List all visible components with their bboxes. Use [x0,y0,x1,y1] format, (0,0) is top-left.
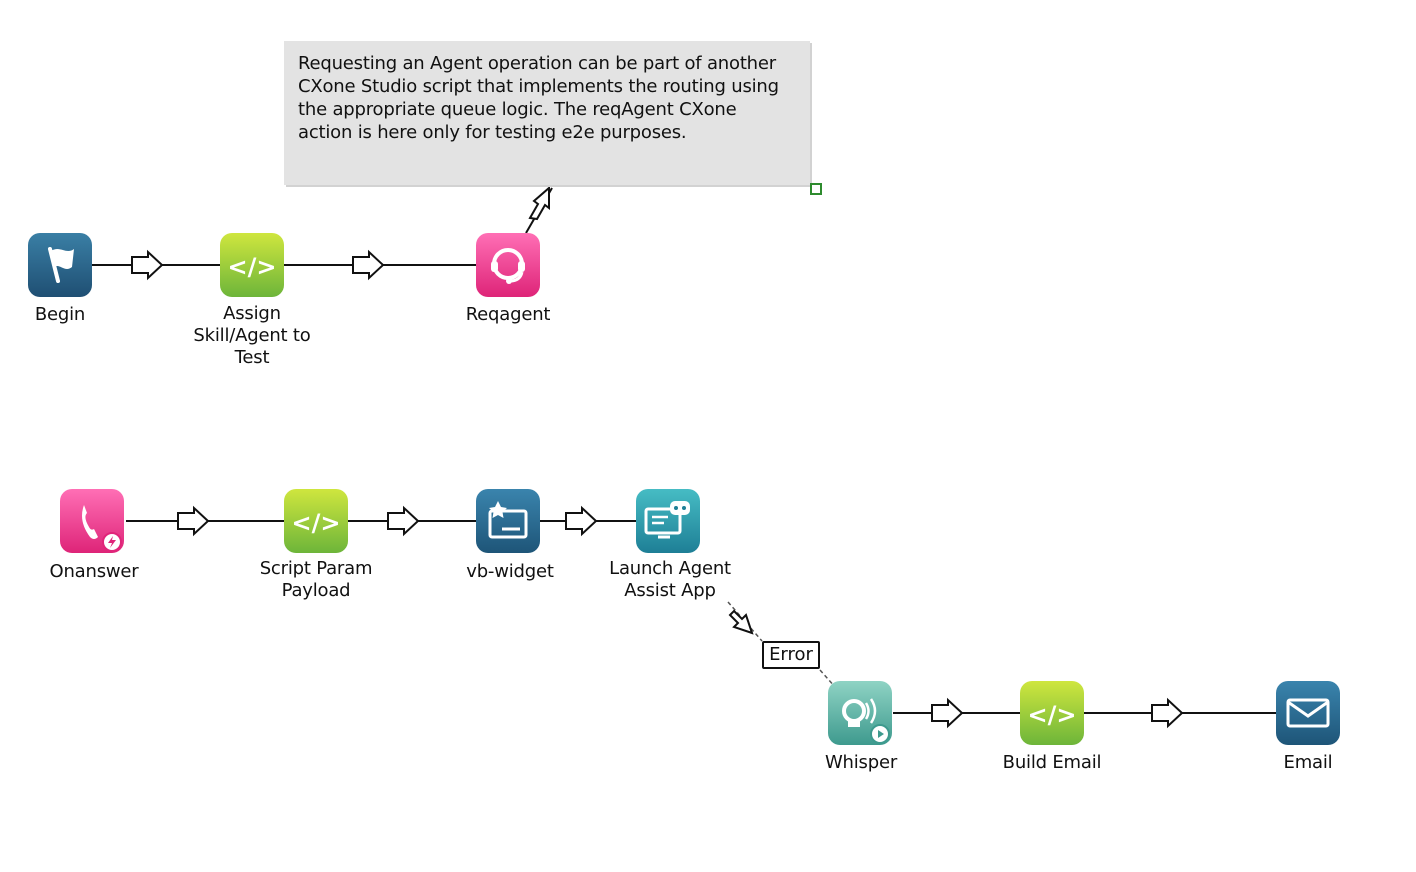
connector-build-email [1084,697,1276,729]
script-param-label: Script Param Payload [246,558,386,602]
svg-text:</>: </> [292,509,341,537]
code-icon: </> [292,509,341,537]
monitor-bot-icon [644,501,690,539]
assign-skill-node[interactable]: </> [220,233,284,297]
connector-assign-reqagent [284,249,476,281]
lightning-badge-icon [102,532,122,552]
connector-reqagent-note [525,185,553,234]
assign-label: Assign Skill/Agent to Test [180,303,324,369]
build-email-label: Build Email [1002,752,1102,773]
headset-icon [491,248,525,284]
launch-agent-assist-node[interactable] [636,489,700,553]
play-badge-icon [870,724,890,744]
envelope-icon [1286,698,1330,728]
svg-text:</>: </> [228,253,277,281]
connector-vbwidget-launch [540,505,636,537]
assign-label-line: Skill/Agent to [193,325,311,346]
note-line: Requesting an Agent operation can be par… [298,53,776,74]
launch-agent-label-line: Assist App [624,580,716,601]
annotation-note[interactable]: Requesting an Agent operation can be par… [284,41,810,185]
phone-icon [82,505,98,539]
launch-agent-label: Launch Agent Assist App [598,558,742,602]
svg-text:</>: </> [1028,701,1077,729]
email-node[interactable] [1276,681,1340,745]
widget-star-icon [488,501,528,539]
vb-widget-node[interactable] [476,489,540,553]
connector-launch-whisper-error [727,601,837,689]
whisper-label: Whisper [824,752,898,773]
code-icon: </> [228,253,277,281]
flag-icon [48,247,74,283]
begin-label: Begin [34,304,86,325]
script-param-node[interactable]: </> [284,489,348,553]
assign-label-line: Assign [223,303,281,324]
script-param-label-line: Payload [281,580,351,601]
email-label: Email [1283,752,1333,773]
script-param-label-line: Script Param [259,558,373,579]
build-email-node[interactable]: </> [1020,681,1084,745]
connector-whisper-build [893,697,1020,729]
connector-begin-assign [92,249,220,281]
connector-onanswer-script [126,505,284,537]
note-line: action is here only for testing e2e purp… [298,122,687,143]
note-resize-handle[interactable] [810,183,822,195]
code-icon: </> [1028,701,1077,729]
begin-node[interactable] [28,233,92,297]
assign-label-line: Test [234,347,270,368]
reqagent-node[interactable] [476,233,540,297]
connector-script-vbwidget [348,505,476,537]
whisper-audio-icon [842,698,877,727]
reqagent-label: Reqagent [465,304,551,325]
onanswer-label: Onanswer [49,561,139,582]
note-line: CXone Studio script that implements the … [298,76,779,97]
launch-agent-label-line: Launch Agent [609,558,731,579]
note-line: the appropriate queue logic. The reqAgen… [298,99,737,120]
vb-widget-label: vb-widget [466,561,554,582]
error-branch-label[interactable]: Error [762,641,820,669]
